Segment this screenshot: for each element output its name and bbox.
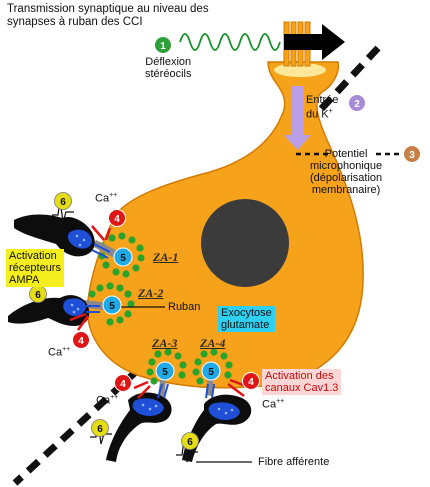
label-potentiel: Potentiel microphonique (dépolarisation … <box>310 148 383 196</box>
step-badge-6-d <box>181 432 199 450</box>
badge-num-1: 1 <box>160 41 166 52</box>
label-ca-1-sup: ++ <box>109 192 118 199</box>
label-activation-canaux: Activation des canaux Cav1.3 <box>262 369 342 395</box>
step-badge-6-c <box>91 419 109 437</box>
label-ca-2-sup: ++ <box>62 346 71 353</box>
wave-icon <box>179 33 281 51</box>
za-label-1: ZA-1 <box>153 250 179 264</box>
step-badge-5-za4 <box>201 361 221 381</box>
badge-num-6b: 6 <box>35 290 41 301</box>
vesicles-za3 <box>146 348 187 385</box>
step-badge-5-za1 <box>113 247 133 267</box>
step-badge-4-za1 <box>108 209 126 227</box>
label-entree-text: Entrée du K <box>306 94 339 121</box>
step-badge-4-za2 <box>72 331 90 349</box>
step-badge-5-za2 <box>102 295 122 315</box>
receptor-patches <box>63 229 240 420</box>
label-ca-1: Ca++ <box>95 190 117 205</box>
label-deflexion: Déflexion stéréocils <box>145 56 192 80</box>
step-badge-1 <box>154 36 172 54</box>
label-ca-3: Ca++ <box>96 392 118 407</box>
label-ca-3-sup: ++ <box>110 394 119 401</box>
vesicles-za4 <box>192 348 233 385</box>
badge-num-6c: 6 <box>97 424 103 435</box>
badge-num-4c: 4 <box>120 379 126 390</box>
za-label-3: ZA-3 <box>152 336 178 350</box>
label-ruban: Ruban <box>168 301 201 313</box>
deflection-arrow-icon <box>284 24 345 60</box>
label-ca-4-text: Ca <box>262 398 277 411</box>
glutamate-arrows <box>86 243 215 399</box>
badge-num-5c: 5 <box>162 367 168 378</box>
badge-num-5a: 5 <box>120 253 126 264</box>
receptor-dots <box>70 234 234 415</box>
za-label-4: ZA-4 <box>200 336 226 350</box>
label-ca-1-text: Ca <box>95 192 110 205</box>
step-badge-4-za3 <box>114 374 132 392</box>
label-entree-sup: + <box>328 108 333 115</box>
step-badge-3 <box>403 145 421 163</box>
label-ca-4-sup: ++ <box>276 398 285 405</box>
step-badge-numbers: 1 2 3 4 4 4 4 5 5 5 5 6 6 6 6 <box>35 41 415 448</box>
diagram-title: Transmission synaptique au niveau des sy… <box>7 3 209 28</box>
label-ca-2-text: Ca <box>48 346 63 359</box>
badge-num-5d: 5 <box>208 367 214 378</box>
step-badge-4-za4 <box>242 372 260 390</box>
label-activation-recepteurs: Activation récepteurs AMPA <box>6 249 64 287</box>
badge-num-4d: 4 <box>248 377 254 388</box>
badge-num-4a: 4 <box>114 214 120 225</box>
step-badge-5-za3 <box>155 361 175 381</box>
label-exocytose: Exocytose glutamate <box>218 306 275 332</box>
badge-num-3: 3 <box>409 150 415 161</box>
label-ca-2: Ca++ <box>48 344 70 359</box>
badge-num-2: 2 <box>354 99 360 110</box>
nucleus <box>201 199 289 287</box>
label-ca-3-text: Ca <box>96 394 111 407</box>
calcium-arrows <box>69 225 247 399</box>
step-badges <box>29 36 421 450</box>
badge-num-6a: 6 <box>60 197 66 208</box>
step-badge-6-a <box>54 192 72 210</box>
badge-num-6d: 6 <box>187 437 193 448</box>
label-fibre-afferente: Fibre afférente <box>258 456 330 468</box>
badge-num-5b: 5 <box>109 301 115 312</box>
step-badge-2 <box>348 94 366 112</box>
k-entry-arrow <box>284 86 311 150</box>
label-entree-k: Entrée du K+ <box>306 94 338 121</box>
vesicles-za2 <box>88 282 135 326</box>
za-label-2: ZA-2 <box>138 286 164 300</box>
badge-num-4b: 4 <box>78 336 84 347</box>
label-ca-4: Ca++ <box>262 396 284 411</box>
